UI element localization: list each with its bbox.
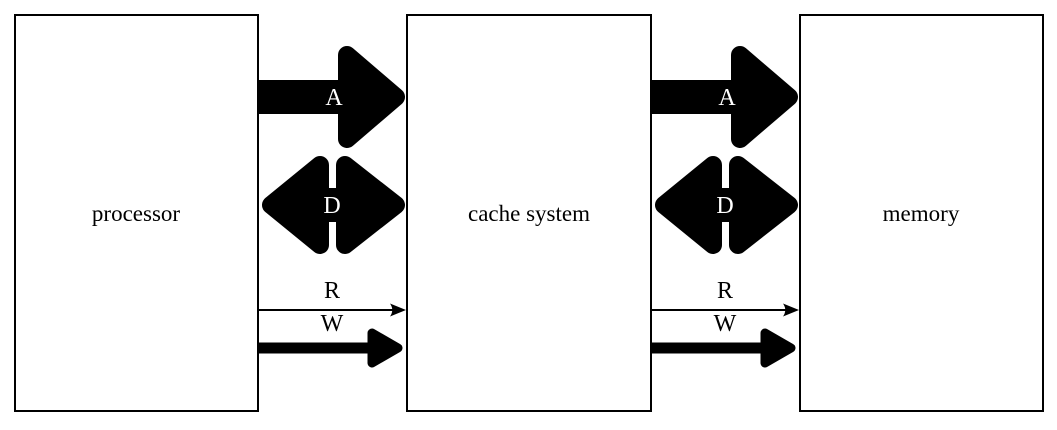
write-signal-label: W — [714, 311, 737, 337]
write-signal-arrowhead-icon — [367, 328, 403, 368]
bus-group-cache-memory: A D R W — [651, 46, 799, 368]
write-signal-label: W — [321, 311, 344, 337]
read-signal-label: R — [717, 278, 733, 304]
address-bus-label: A — [325, 85, 343, 111]
data-bus-arrowhead-right-icon — [729, 156, 798, 254]
cache-system-rect — [406, 14, 652, 412]
data-bus-label: D — [323, 193, 340, 219]
read-signal-arrowhead-icon — [783, 303, 799, 317]
write-signal-arrow: W — [651, 311, 796, 368]
data-bus-arrowhead-left-icon — [262, 156, 329, 254]
data-bus-arrow: D — [262, 156, 405, 254]
address-bus-arrow: A — [258, 46, 405, 148]
address-bus-arrow: A — [651, 46, 798, 148]
address-bus-label: A — [718, 85, 736, 111]
processor-label: processor — [92, 201, 180, 226]
data-bus-arrow: D — [655, 156, 798, 254]
memory-label: memory — [883, 201, 960, 226]
data-bus-arrowhead-right-icon — [336, 156, 405, 254]
read-signal-label: R — [324, 278, 340, 304]
bus-group-processor-cache: A D R W — [258, 46, 406, 368]
read-signal-arrow: R — [258, 278, 406, 317]
data-bus-label: D — [716, 193, 733, 219]
cache-system-label: cache system — [468, 201, 590, 226]
memory-rect — [799, 14, 1044, 412]
box-memory: memory — [799, 14, 1044, 412]
address-bus-arrowhead-icon — [338, 46, 405, 148]
address-bus-arrowhead-icon — [731, 46, 798, 148]
write-signal-arrow: W — [258, 311, 403, 368]
read-signal-arrowhead-icon — [390, 303, 406, 317]
write-signal-arrowhead-icon — [760, 328, 796, 368]
box-processor: processor — [14, 14, 259, 412]
read-signal-arrow: R — [651, 278, 799, 317]
box-cache-system: cache system — [406, 14, 652, 412]
data-bus-arrowhead-left-icon — [655, 156, 722, 254]
processor-rect — [14, 14, 259, 412]
